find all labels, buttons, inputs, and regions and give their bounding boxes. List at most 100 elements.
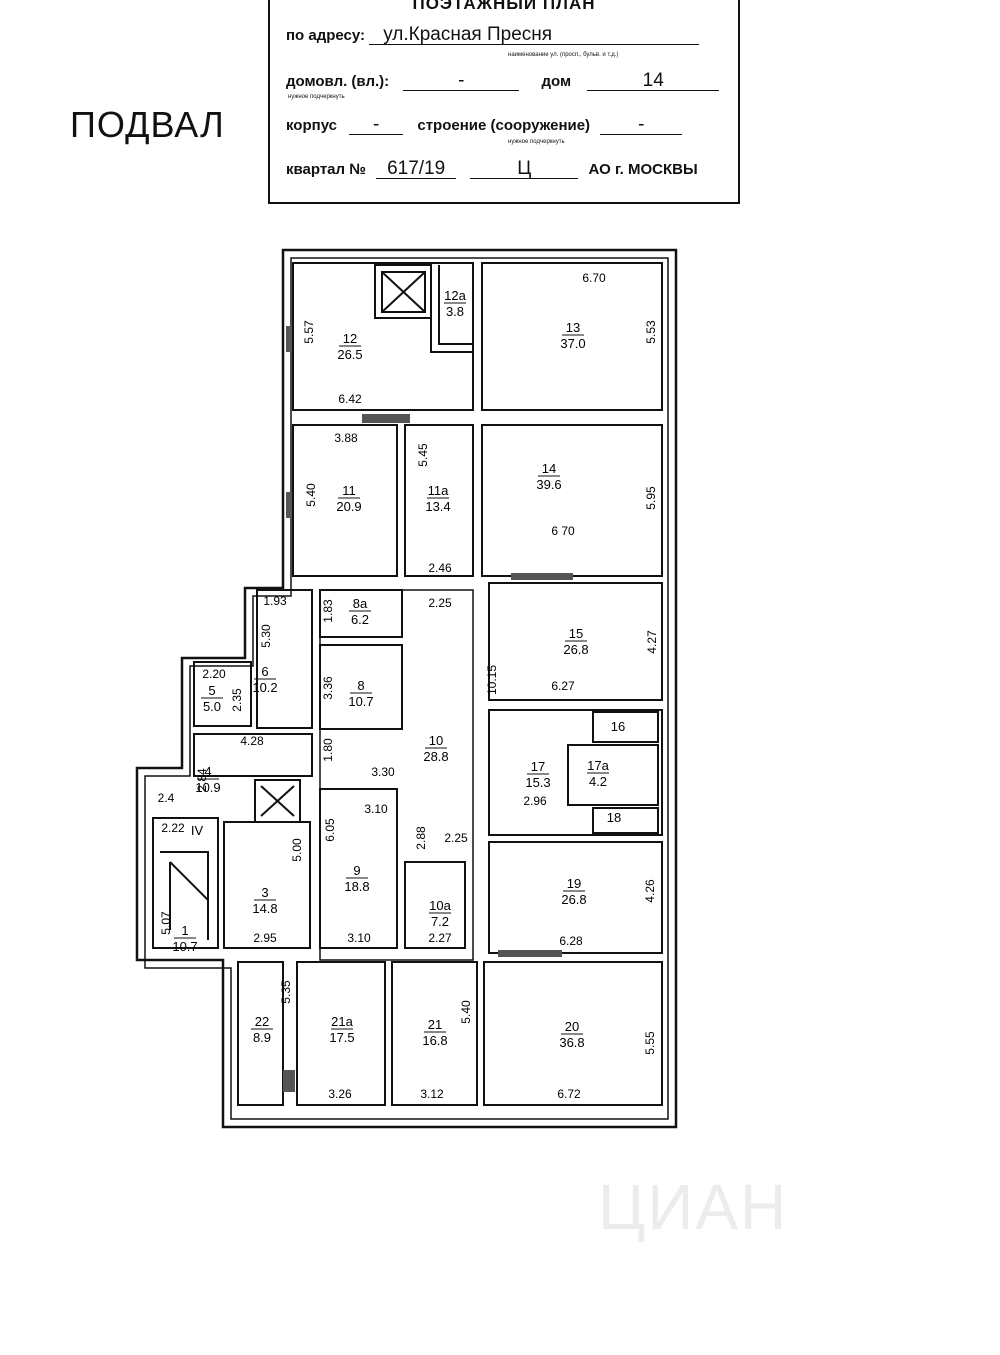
room-area: 39.6: [536, 477, 561, 492]
room-area: 20.9: [336, 499, 361, 514]
room-number: 5: [208, 683, 215, 698]
room-number: 11а: [428, 483, 449, 498]
room-area: 16.8: [422, 1033, 447, 1048]
dimension-label: 2.84: [195, 768, 209, 792]
dimension-label: 6.05: [323, 818, 337, 842]
room-number: 3: [261, 885, 268, 900]
room-number: 22: [255, 1014, 269, 1029]
dimension-label: 2.20: [202, 667, 226, 681]
dimension-label: 5.55: [643, 1031, 657, 1055]
room-area: 10.2: [252, 680, 277, 695]
dimension-label: 4.28: [240, 734, 264, 748]
dimension-label: 5.57: [302, 320, 316, 344]
dimension-label: 2.25: [428, 596, 452, 610]
dimension-label: 1.83: [321, 599, 335, 623]
dimension-label: 3.10: [347, 931, 371, 945]
dimension-label: 6.27: [551, 679, 575, 693]
dom-value: 14: [587, 71, 720, 91]
room-number: 6: [261, 664, 268, 679]
korpus-value: -: [349, 115, 404, 135]
room-area: 14.8: [252, 901, 277, 916]
room-number: 12а: [444, 288, 466, 303]
dimension-label: 3.26: [328, 1087, 352, 1101]
dimension-label: 5.30: [259, 624, 273, 648]
domovl-caption: нужное подчеркнуть: [288, 94, 345, 100]
room-label: 8а6.2: [349, 596, 371, 627]
stroenie-caption: нужное подчеркнуть: [508, 139, 565, 145]
room-area: 28.8: [423, 749, 448, 764]
room-number: 17: [531, 759, 545, 774]
okrug-value: Ц: [470, 159, 579, 179]
hatched-walls: [283, 326, 573, 1092]
plan-walls: [135, 248, 678, 1129]
dimension-label: 2.22: [161, 821, 185, 835]
kvartal-row: квартал № 617/19 Ц АО г. МОСКВЫ: [286, 159, 726, 179]
dimension-label: 10.15: [485, 665, 499, 695]
room-number: 8а: [353, 596, 368, 611]
domovl-row: домовл. (вл.): - дом 14: [286, 71, 726, 91]
dimension-label: 1.93: [263, 594, 287, 608]
room-label: 810.7: [348, 678, 373, 709]
domovl-label: домовл. (вл.):: [286, 73, 390, 90]
room-number: 12: [343, 331, 357, 346]
room-area: 6.2: [351, 612, 369, 627]
dom-label: дом: [541, 73, 572, 90]
room-labels: 1226.512а3.81337.01120.911а13.41439.68а6…: [172, 288, 609, 1050]
watermark: ЦИАН: [598, 1171, 789, 1243]
dimension-label: 5.40: [304, 483, 318, 507]
room-area: 8.9: [253, 1030, 271, 1045]
domovl-value: -: [403, 71, 520, 91]
dimension-label: 2.25: [444, 831, 468, 845]
kvartal-value: 617/19: [376, 159, 457, 179]
dimension-label: 4.27: [645, 630, 659, 654]
dimension-label: 5.95: [644, 486, 658, 510]
room-tag: 16: [611, 719, 625, 734]
dimension-label: 2.4: [158, 791, 175, 805]
city-label: АО г. МОСКВЫ: [588, 161, 698, 178]
dimension-label: 5.45: [416, 443, 430, 467]
dimension-label: 6.42: [338, 392, 362, 406]
room-label: 55.0: [201, 683, 223, 714]
dimension-label: 6.28: [559, 934, 583, 948]
room-area: 36.8: [559, 1035, 584, 1050]
room-area: 15.3: [525, 775, 550, 790]
address-value: ул.Красная Пресня: [369, 25, 700, 45]
room-area: 18.8: [344, 879, 369, 894]
dimension-label: 6.70: [582, 271, 606, 285]
dimension-label: 5.53: [644, 320, 658, 344]
dimension-label: 2.95: [253, 931, 277, 945]
room-area: 37.0: [560, 336, 585, 351]
room-area: 17.5: [329, 1030, 354, 1045]
title-block: ПОЭТАЖНЫЙ ПЛАН по адресу: ул.Красная Пре…: [268, 0, 740, 204]
room-area: 10.7: [172, 939, 197, 954]
room-number: 11: [342, 483, 356, 498]
room-number: 9: [353, 863, 360, 878]
room-area: 10.9: [195, 780, 220, 795]
room-area: 13.4: [425, 499, 450, 514]
room-label: 314.8: [252, 885, 277, 916]
dimension-label: 2.88: [414, 826, 428, 850]
room-number: 10: [429, 733, 443, 748]
room-number: 13: [566, 320, 580, 335]
dimension-label: 3.12: [420, 1087, 444, 1101]
room-area: 7.2: [431, 914, 449, 929]
korpus-row: корпус - строение (сооружение) -: [286, 115, 726, 135]
title-block-heading: ПОЭТАЖНЫЙ ПЛАН: [412, 0, 596, 13]
address-caption: наименование ул. (просп., бульв. и т.д.): [508, 52, 619, 58]
room-number: 21а: [331, 1014, 353, 1029]
dimension-label: 2.27: [428, 931, 452, 945]
dimension-label: 2.35: [230, 688, 244, 712]
room-number: 15: [569, 626, 583, 641]
stroenie-label: строение (сооружение): [417, 117, 591, 134]
room-area: 10.7: [348, 694, 373, 709]
room-area: 26.8: [563, 642, 588, 657]
